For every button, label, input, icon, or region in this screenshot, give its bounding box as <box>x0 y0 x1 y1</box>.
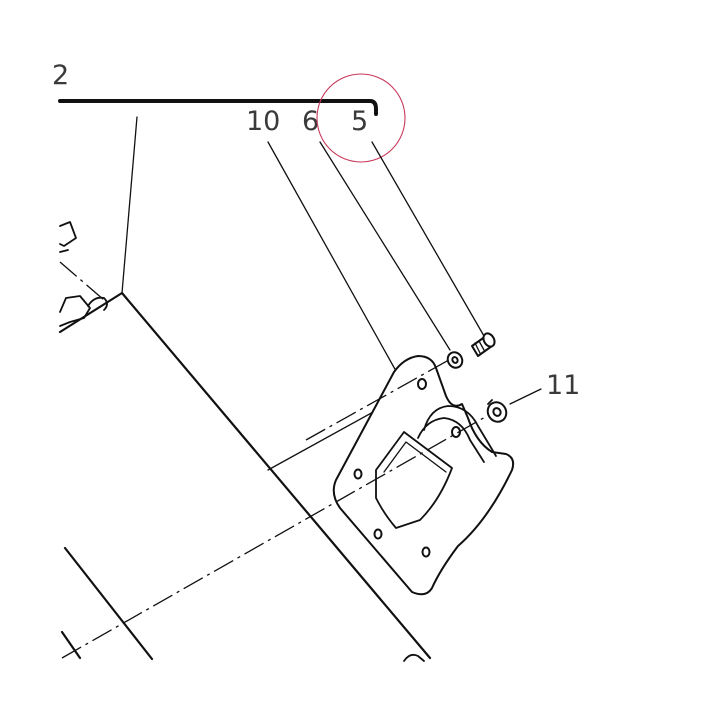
leader-line-5 <box>371 141 485 337</box>
leader-line-10 <box>267 141 397 372</box>
mounting-bracket <box>332 355 515 596</box>
centerlines <box>61 355 495 659</box>
leader-line-2 <box>121 116 138 294</box>
leader-line-11 <box>509 388 542 405</box>
callout-2: 2 <box>52 60 69 91</box>
leader-line-6 <box>319 141 451 351</box>
callout-6: 6 <box>302 106 319 137</box>
screw-part-5 <box>471 332 496 357</box>
nut-part-11 <box>486 399 508 423</box>
callout-10: 10 <box>246 106 280 137</box>
leader-lines <box>121 116 542 405</box>
callout-11: 11 <box>546 370 580 401</box>
callout-5: 5 <box>351 106 368 137</box>
group-bracket <box>58 99 378 116</box>
highlight-circle <box>316 73 406 163</box>
housing-mechanism <box>59 221 108 327</box>
washer-part-6 <box>446 351 464 369</box>
